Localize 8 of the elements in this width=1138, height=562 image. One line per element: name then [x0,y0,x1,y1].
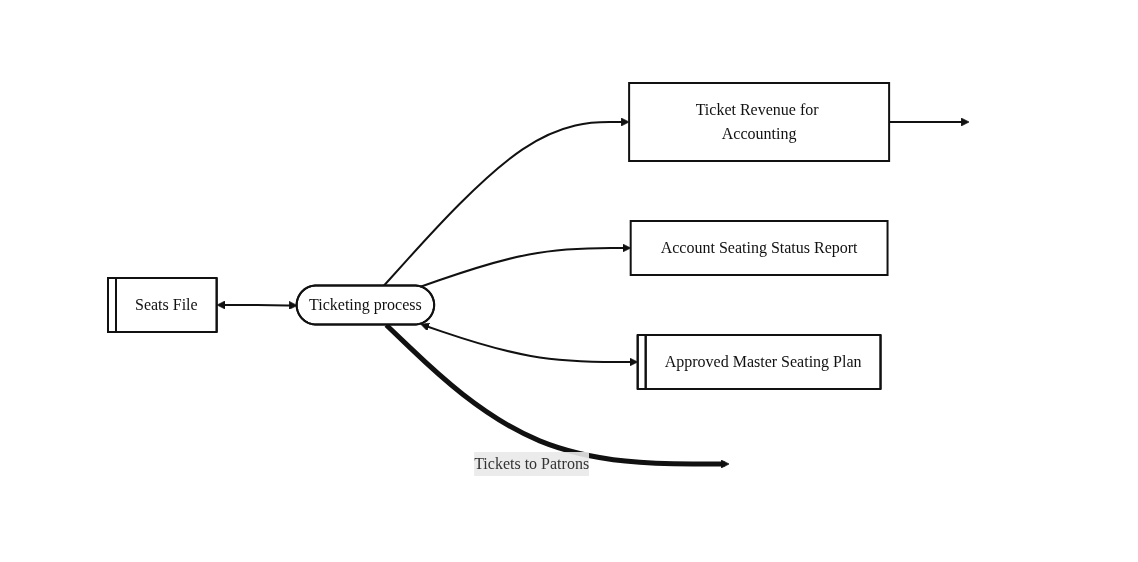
arrow [419,243,632,288]
node-box: Account Seating Status Report [630,220,889,276]
arrow [420,322,639,367]
node-box: Ticket Revenue for Accounting [628,82,891,162]
arrow [217,300,298,310]
arrow [385,323,730,469]
edge-label: Tickets to Patrons [474,455,590,472]
arrow [383,117,630,287]
